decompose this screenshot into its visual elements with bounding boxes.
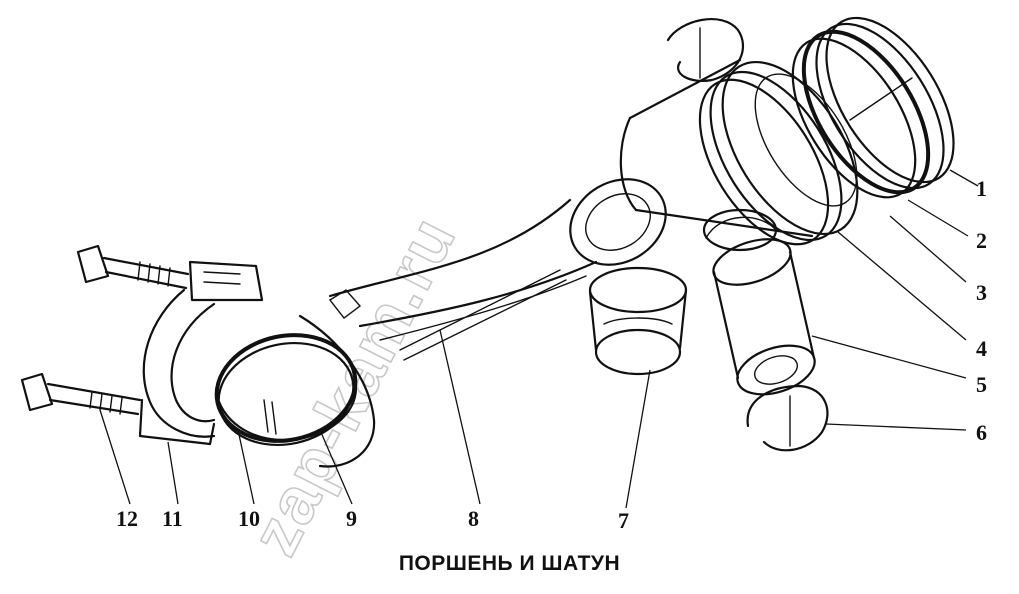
small-end-bushing bbox=[588, 266, 688, 376]
callout-1: 1 bbox=[976, 176, 987, 201]
callout-5: 5 bbox=[976, 372, 987, 397]
diagram-caption: ПОРШЕНЬ И ШАТУН bbox=[398, 552, 621, 575]
rod-cap bbox=[138, 260, 264, 446]
callout-6: 6 bbox=[976, 420, 987, 445]
callout-numbers: 1 2 3 4 5 6 7 8 9 10 11 12 bbox=[116, 176, 987, 533]
callout-10: 10 bbox=[238, 506, 260, 531]
leader-lines bbox=[99, 169, 979, 509]
circlip-bottom bbox=[746, 384, 829, 452]
callout-3: 3 bbox=[976, 280, 987, 305]
callout-4: 4 bbox=[976, 336, 987, 361]
cap-bolts bbox=[20, 244, 190, 416]
callout-11: 11 bbox=[162, 506, 183, 531]
circlip-top bbox=[666, 18, 744, 82]
callout-8: 8 bbox=[468, 506, 479, 531]
piston-rings bbox=[791, 16, 955, 199]
bearing-shells bbox=[214, 333, 358, 447]
callout-9: 9 bbox=[346, 506, 357, 531]
piston-pin bbox=[712, 238, 816, 396]
piston bbox=[619, 58, 859, 252]
callout-7: 7 bbox=[618, 508, 629, 533]
callout-12: 12 bbox=[116, 506, 138, 531]
callout-2: 2 bbox=[976, 228, 987, 253]
connecting-rod bbox=[298, 178, 667, 468]
